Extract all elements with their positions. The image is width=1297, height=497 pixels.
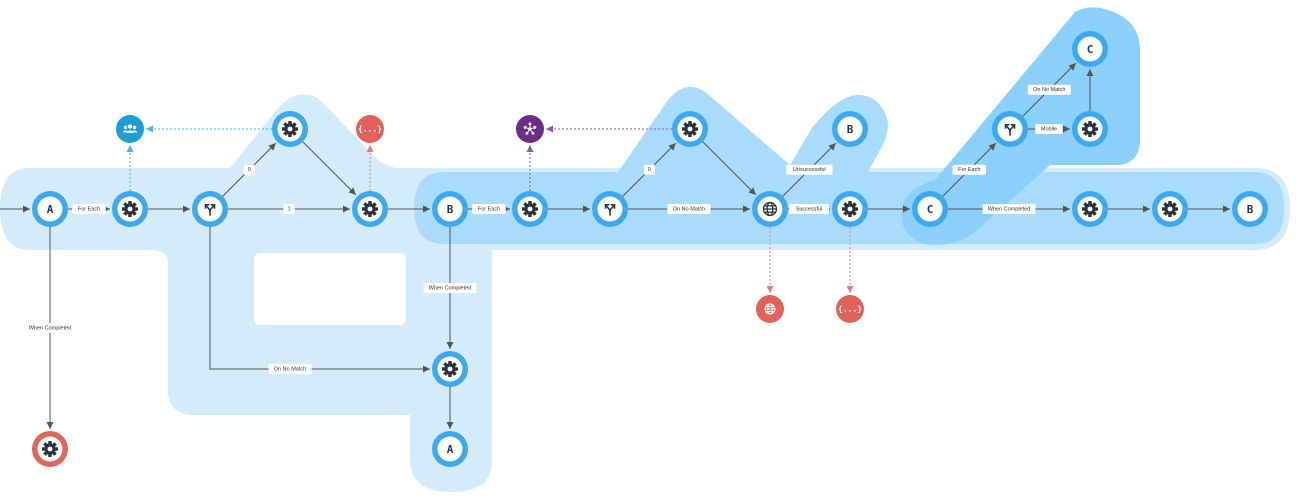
edge-label-text: For Each	[78, 207, 100, 213]
edge-label: For Each	[472, 204, 506, 214]
branch-0-step-2[interactable]	[672, 111, 708, 147]
edge-label-text: For Each	[478, 207, 500, 213]
gear-icon	[42, 441, 58, 457]
edge-label: For Each	[72, 204, 106, 214]
node-letter: C	[927, 203, 934, 216]
edge-label-text: When Completed	[429, 286, 472, 292]
edge-n4-n5	[302, 141, 357, 196]
end-node-a[interactable]: A	[432, 431, 468, 467]
branch-icon	[204, 204, 216, 216]
edge-label-text: Unsuccessful	[793, 167, 826, 173]
gear-icon	[842, 201, 858, 217]
edge-label-text: Mobile	[1041, 127, 1057, 133]
edge-label-text: When Completed	[29, 326, 72, 332]
for-each-step-2[interactable]	[512, 191, 548, 227]
edge-label-text: When Completed	[988, 207, 1031, 213]
start-node-a[interactable]: A	[32, 191, 68, 227]
group-regions	[0, 7, 1290, 493]
globe-icon	[762, 201, 778, 217]
users-icon	[122, 124, 138, 133]
edge-label-text: On No Match	[1033, 87, 1065, 93]
node-letter: B	[1247, 203, 1254, 216]
region-hole	[254, 253, 406, 325]
edge-label: On No Match	[1027, 84, 1071, 95]
braces-icon: {...}	[838, 305, 862, 314]
team-node[interactable]	[116, 115, 144, 143]
gear-icon	[362, 201, 378, 217]
edge-label: Unsuccessful	[786, 164, 833, 175]
node-letter: A	[447, 443, 454, 456]
edge-n9-n10	[702, 141, 757, 196]
node-b-1[interactable]: B	[432, 191, 468, 227]
branch-icon	[604, 204, 616, 216]
edge-label: On No Match	[667, 204, 711, 214]
edge-label: When Completed	[423, 283, 477, 293]
branch-icon	[1004, 124, 1016, 136]
node-c-1[interactable]: C	[912, 191, 948, 227]
edge-label-text: For Each	[958, 167, 980, 173]
edge-label-text: Successful	[796, 207, 823, 213]
edge-label: 0	[243, 164, 255, 175]
branch-node-1[interactable]	[192, 191, 228, 227]
gear-icon	[122, 201, 138, 217]
edge-label: When Completed	[23, 323, 77, 333]
edge-label: On No Match	[268, 364, 312, 374]
edge-label-text: On No Match	[274, 367, 306, 373]
edge-n3-n20	[209, 227, 430, 373]
error-globe-node[interactable]	[756, 295, 784, 323]
error-step-node[interactable]	[32, 431, 68, 467]
network-icon	[523, 122, 537, 135]
gear-icon	[682, 121, 698, 137]
edge-label: When Completed	[982, 204, 1036, 214]
gear-icon	[442, 361, 458, 377]
gear-icon	[522, 201, 538, 217]
node-letter: A	[47, 203, 54, 216]
edge-label-text: 0	[248, 167, 251, 173]
gear-icon	[282, 121, 298, 137]
for-each-step-1[interactable]	[112, 191, 148, 227]
mobile-step[interactable]	[1072, 111, 1108, 147]
edge-label: 0	[643, 164, 655, 175]
node-letter: B	[847, 123, 854, 136]
error-braces-node-1[interactable]: {...}	[356, 115, 384, 143]
branch-0-step-1[interactable]	[272, 111, 308, 147]
edge-label: Successful	[789, 204, 829, 214]
when-completed-step-a[interactable]	[432, 351, 468, 387]
successful-step[interactable]	[832, 191, 868, 227]
unsuccessful-node-b[interactable]: B	[832, 111, 868, 147]
middle-region	[414, 86, 1284, 244]
completed-step-2[interactable]	[1152, 191, 1188, 227]
branch-node-3[interactable]	[992, 111, 1028, 147]
node-letter: C	[1087, 43, 1094, 56]
http-request-node[interactable]	[752, 191, 788, 227]
network-node[interactable]	[516, 115, 544, 143]
branch-node-2[interactable]	[592, 191, 628, 227]
node-letter: B	[447, 203, 454, 216]
node-c-top[interactable]: C	[1072, 31, 1108, 67]
end-node-b[interactable]: B	[1232, 191, 1268, 227]
edge-label: Mobile	[1035, 124, 1063, 134]
gear-icon	[1082, 121, 1098, 137]
edge-label: For Each	[952, 164, 987, 175]
gear-icon	[1082, 201, 1098, 217]
gear-icon	[1162, 201, 1178, 217]
edge-label-text: On No Match	[673, 207, 705, 213]
globe-icon	[764, 303, 776, 315]
edge-label-text: 0	[648, 167, 651, 173]
edge-label-text: 1	[287, 207, 290, 213]
merge-step-1[interactable]	[352, 191, 388, 227]
error-braces-node-2[interactable]: {...}	[836, 295, 864, 323]
nodes: A B B C C B A {...} {...}	[32, 31, 1268, 467]
edge-label: 1	[283, 204, 295, 214]
braces-icon: {...}	[358, 125, 382, 134]
completed-step-1[interactable]	[1072, 191, 1108, 227]
